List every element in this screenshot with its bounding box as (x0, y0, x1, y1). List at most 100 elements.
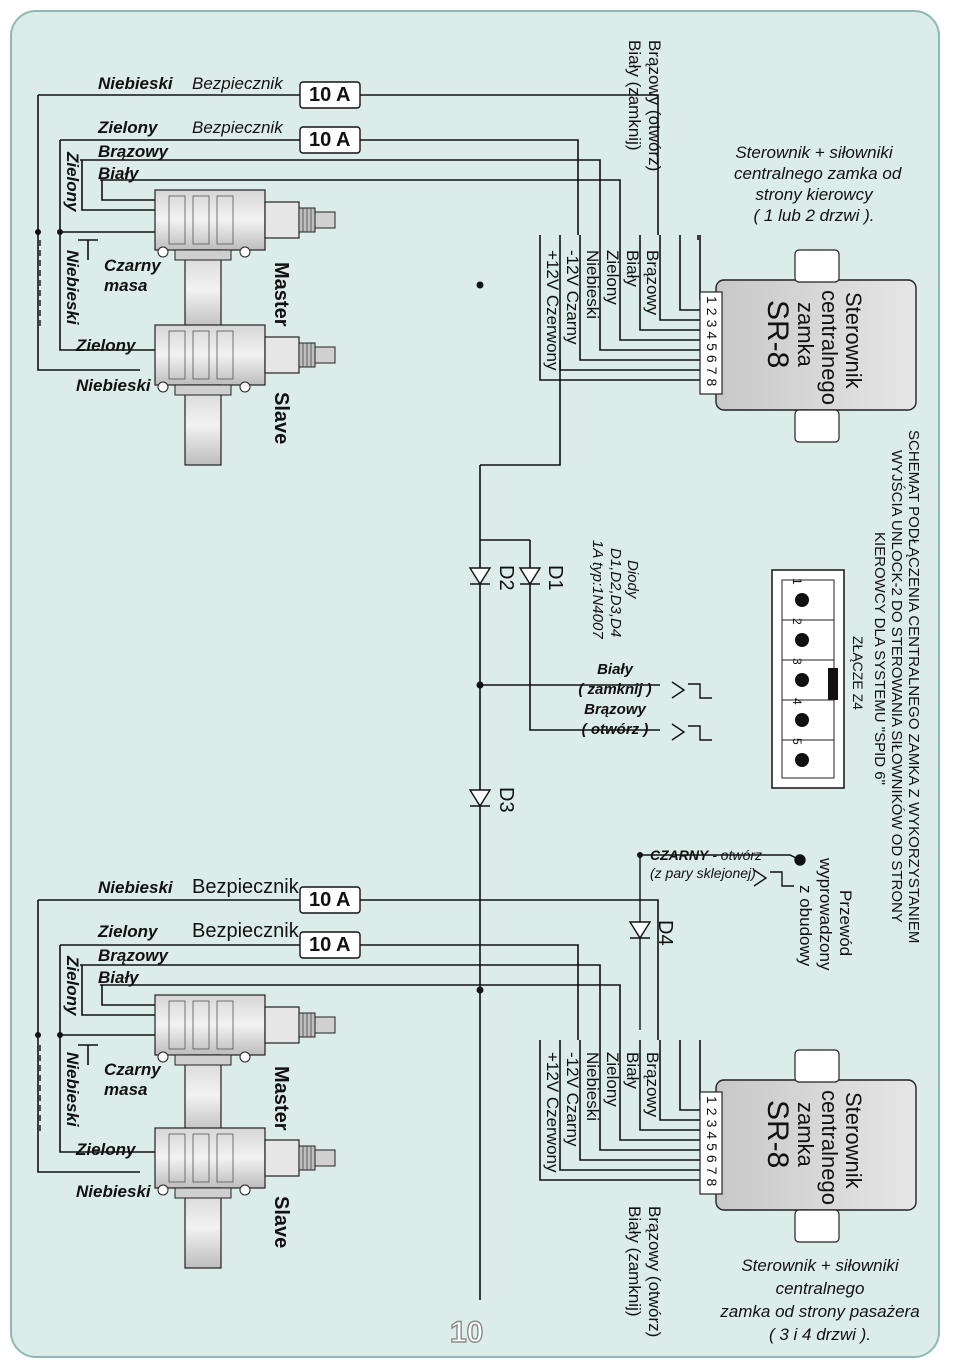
bottom-section-title: Sterownik + siłowniki centralnego zamka … (690, 1254, 950, 1346)
diode-d1-label: D1 (544, 565, 566, 591)
top-ctrl-wire-czarny: -12V Czarny (563, 250, 582, 345)
diode-d3-label: D3 (495, 787, 517, 813)
connector-z4 (771, 569, 845, 789)
bottom-ctrl-wire-czerwony: +12V Czerwony (543, 1052, 562, 1173)
diode-d2-label: D2 (495, 565, 517, 591)
connector-title: ZŁĄCZE Z4 (850, 636, 866, 710)
top-label-zielony-lower: Zielony (76, 336, 136, 355)
diode-note-3: 1A typ:1N4007 (589, 540, 606, 639)
bottom-ctrl-wire-czarny: -12V Czarny (563, 1052, 582, 1147)
top-label-niebieski-lower: Niebieski (76, 376, 151, 395)
top-label-zielony-vertical: Zielony (63, 152, 82, 212)
top-label-niebieski: Niebieski (98, 74, 173, 93)
top-wiring (37, 94, 716, 1300)
top-title-line-1: Sterownik + siłowniki (735, 143, 893, 162)
diode-note-2: D1,D2,D3,D4 (607, 548, 624, 638)
bottom-ctrl-title-2: centralnego (817, 1090, 842, 1205)
top-ctrl-model: SR-8 (761, 300, 794, 369)
bottom-actuator-slave-label: Slave (270, 1196, 292, 1249)
przewod-2: wyprowadzony (816, 858, 835, 971)
bottom-ctrl-title-1: Sterownik (841, 1092, 866, 1189)
bottom-label-czarny: Czarny (104, 1060, 161, 1079)
top-fuse-rating-1: 10 A (309, 84, 351, 106)
schema-title-3: KIEROWCY DLA SYSTEMU "SPID 6" (871, 532, 888, 785)
bottom-ctrl-wire-bialy: Biały (623, 1052, 642, 1089)
bottom-label-niebieski-vertical: Niebieski (63, 1052, 82, 1127)
top-title-line-4: ( 1 lub 2 drzwi ). (753, 206, 875, 225)
przewod-3: z obudowy (796, 885, 815, 967)
bottom-ctrl-wire-niebieski: Niebieski (583, 1052, 602, 1121)
top-actuator-slave-label: Slave (270, 392, 292, 445)
signal-line-4: ( otwórz ) (581, 721, 649, 738)
top-actuator-master-label: Master (270, 262, 292, 327)
bottom-ctrl-note-1: Brązowy (otwórz) (645, 1206, 664, 1338)
signal-line-1: Biały (597, 661, 633, 678)
top-ctrl-wire-czerwony: +12V Czerwony (543, 250, 562, 371)
bottom-label-niebieski-lower: Niebieski (76, 1182, 151, 1201)
czarny-label: CZARNY (650, 847, 709, 863)
top-ctrl-title-3: zamka (793, 302, 818, 367)
diodes (468, 567, 652, 1030)
top-ctrl-title-2: centralnego (817, 290, 842, 405)
top-label-niebieski-vertical: Niebieski (63, 250, 82, 325)
bottom-actuator-master (154, 994, 336, 1136)
bottom-fuses (299, 886, 361, 959)
bottom-fuse-rating-2: 10 A (309, 934, 351, 956)
top-section-title: Sterownik + siłowniki centralnego zamka … (734, 142, 901, 226)
top-ctrl-wire-bialy: Biały (623, 250, 642, 287)
bottom-actuator-slave (154, 1127, 336, 1269)
top-actuator-slave (154, 324, 336, 466)
bottom-wiring (37, 899, 716, 1181)
top-ctrl-wire-niebieski: Niebieski (583, 250, 602, 319)
schema-title-2: WYJŚCIA UNLOCK-2 DO STEROWANIA SIŁOWNIKÓ… (888, 450, 905, 923)
top-label-zielony: Zielony (98, 118, 158, 137)
bottom-fuse-rating-1: 10 A (309, 889, 351, 911)
signal-pulses (640, 681, 806, 887)
bottom-title-line-3: zamka od strony pasażera (720, 1302, 920, 1321)
top-ctrl-wire-brazowy: Brązowy (643, 250, 662, 316)
top-fuse-label-2: Bezpiecznik (192, 118, 283, 137)
connector-pin-5: 5 (790, 738, 804, 745)
junctions (35, 229, 643, 1038)
top-fuse-label-1: Bezpiecznik (192, 74, 283, 93)
czarny-note-text: (z pary sklejonej) (650, 865, 756, 881)
signal-line-3: Brązowy (584, 701, 646, 718)
diode-d4-label: D4 (654, 920, 676, 946)
bottom-label-zielony-lower: Zielony (76, 1140, 136, 1159)
bottom-fuse-label-1: Bezpiecznik (192, 876, 299, 898)
signal-line-2: ( zamknij ) (578, 681, 652, 698)
top-label-masa: masa (104, 276, 148, 295)
top-fuse-rating-2: 10 A (309, 129, 351, 151)
bottom-fuse-label-2: Bezpiecznik (192, 920, 299, 942)
bottom-ctrl-pins: 12345678 (704, 1096, 720, 1191)
top-ctrl-title-1: Sterownik (841, 292, 866, 389)
top-ctrl-note-2: Biały (zamknij) (625, 40, 644, 151)
signal-notes: Biały ( zamknij ) Brązowy ( otwórz ) (570, 660, 660, 740)
bottom-label-bialy: Biały (98, 968, 139, 987)
top-label-bialy: Biały (98, 164, 139, 183)
bottom-ctrl-model: SR-8 (761, 1100, 794, 1169)
bottom-ctrl-wire-brazowy: Brązowy (643, 1052, 662, 1118)
top-fuses (299, 81, 361, 154)
top-controller (699, 249, 917, 443)
bottom-controller (699, 1049, 917, 1243)
top-label-brazowy: Brązowy (98, 142, 168, 161)
bottom-label-niebieski: Niebieski (98, 878, 173, 897)
czarny-note: CZARNY - otwórz (z pary sklejonej) (650, 846, 762, 882)
czarny-suffix: - otwórz (708, 847, 763, 863)
bottom-label-zielony: Zielony (98, 922, 158, 941)
connector-pin-1: 1 (790, 578, 804, 585)
bottom-actuator-master-label: Master (270, 1066, 292, 1131)
bottom-ctrl-title-3: zamka (793, 1102, 818, 1167)
bottom-title-line-4: ( 3 i 4 drzwi ). (768, 1325, 872, 1344)
top-actuator-master (154, 189, 336, 331)
schema-title-1: SCHEMAT PODŁĄCZENIA CENTRALNEGO ZAMKA Z … (905, 430, 922, 944)
bottom-label-brazowy: Brązowy (98, 946, 168, 965)
top-title-line-3: strony kierowcy (755, 185, 873, 204)
top-ctrl-pins: 12345678 (704, 296, 720, 391)
bottom-ctrl-note-2: Biały (zamknij) (625, 1206, 644, 1317)
bottom-label-zielony-vertical: Zielony (63, 956, 82, 1016)
top-label-czarny: Czarny (104, 256, 161, 275)
